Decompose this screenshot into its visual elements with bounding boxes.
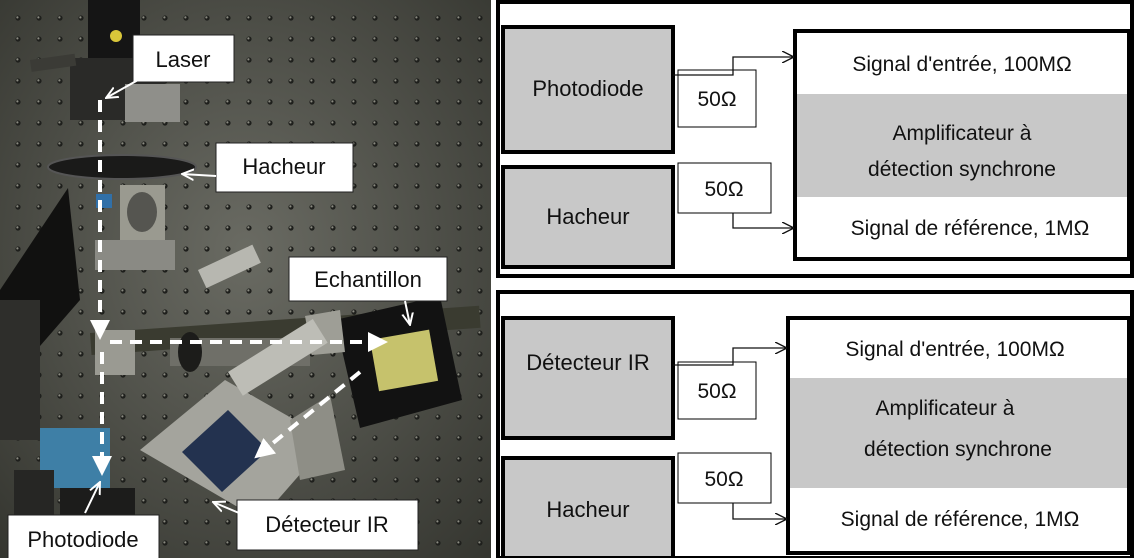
chopper-block bbox=[501, 165, 675, 269]
wire-signal bbox=[673, 57, 793, 76]
photodiode-block-label: Photodiode bbox=[532, 76, 643, 101]
resistor-reference-label: 50Ω bbox=[704, 178, 743, 201]
amp-reference-port bbox=[790, 488, 1127, 551]
amp-input-port bbox=[790, 320, 1127, 378]
optical-setup-photo: Laser Hacheur Echantillon Photodiode Dét… bbox=[0, 0, 491, 558]
chopper-block-label: Hacheur bbox=[546, 497, 629, 522]
chopper-block bbox=[501, 456, 675, 558]
amp-title-line1: Amplificateur à bbox=[893, 122, 1032, 145]
label-ir-detector: Détecteur IR bbox=[213, 499, 419, 551]
amp-title-line1: Amplificateur à bbox=[876, 397, 1015, 420]
label-sample: Echantillon bbox=[288, 256, 448, 325]
label-sample-text: Echantillon bbox=[314, 267, 422, 292]
resistor-signal-label: 50Ω bbox=[697, 380, 736, 403]
label-chopper: Hacheur bbox=[182, 142, 354, 193]
amp-reference-label: Signal de référence, 1MΩ bbox=[851, 217, 1090, 240]
wire-reference bbox=[732, 213, 793, 228]
chopper-block-label: Hacheur bbox=[546, 204, 629, 229]
resistor-signal-label: 50Ω bbox=[697, 88, 736, 111]
wire-signal bbox=[673, 348, 786, 366]
amp-input-label: Signal d'entrée, 100MΩ bbox=[845, 338, 1064, 361]
circuit-diagram-ir-detector: Détecteur IR Hacheur 50Ω 50Ω Signal d'en… bbox=[496, 290, 1134, 558]
resistor-signal bbox=[677, 69, 757, 128]
resistor-signal bbox=[677, 361, 757, 420]
amp-reference-port bbox=[797, 197, 1127, 257]
amp-reference-label: Signal de référence, 1MΩ bbox=[841, 508, 1080, 531]
amp-title-line2: détection synchrone bbox=[868, 158, 1056, 181]
label-laser-text: Laser bbox=[155, 47, 210, 72]
photodiode-block bbox=[501, 25, 675, 154]
amp-title-line2: détection synchrone bbox=[864, 438, 1052, 461]
ir-detector-block bbox=[501, 316, 675, 440]
laser-beam-path bbox=[90, 100, 388, 476]
ir-detector-block-label: Détecteur IR bbox=[526, 350, 650, 375]
beam-diagonal bbox=[254, 370, 362, 459]
circuit-diagram-photodiode: Photodiode Hacheur 50Ω 50Ω Signal d'entr… bbox=[496, 0, 1134, 278]
amp-input-label: Signal d'entrée, 100MΩ bbox=[852, 53, 1071, 76]
chopper-device bbox=[47, 154, 197, 270]
amp-input-port bbox=[797, 33, 1127, 94]
resistor-reference-label: 50Ω bbox=[704, 468, 743, 491]
resistor-reference bbox=[677, 452, 772, 504]
label-photodiode: Photodiode bbox=[7, 482, 160, 558]
label-laser: Laser bbox=[106, 34, 235, 98]
label-ir-detector-text: Détecteur IR bbox=[265, 512, 389, 537]
wire-reference bbox=[732, 503, 786, 519]
label-chopper-text: Hacheur bbox=[242, 154, 325, 179]
label-photodiode-text: Photodiode bbox=[27, 527, 138, 552]
resistor-reference bbox=[677, 162, 772, 214]
